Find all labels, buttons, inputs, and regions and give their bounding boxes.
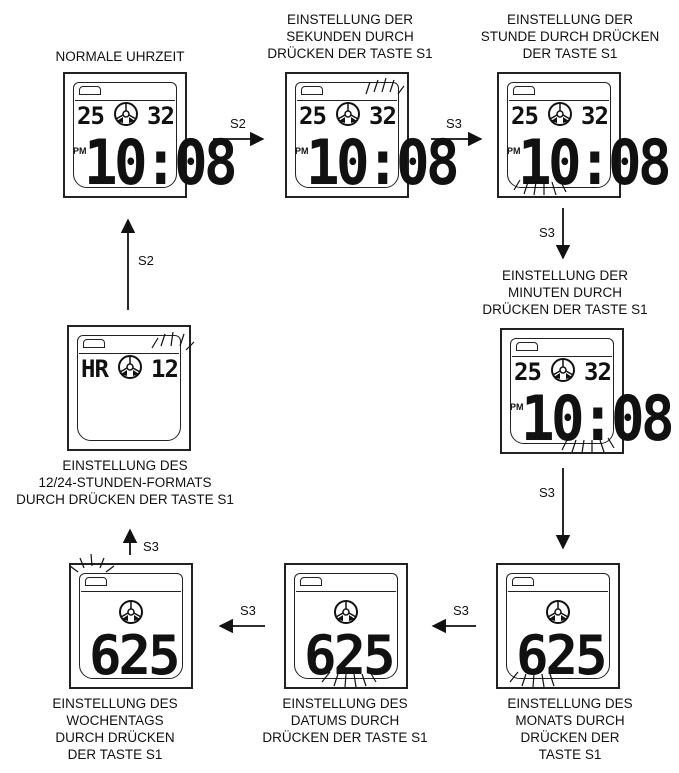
label-normal-time: NORMALE UHRZEIT bbox=[55, 49, 185, 64]
arrow-label-5: S3 bbox=[453, 603, 469, 618]
display-pm: PM bbox=[510, 402, 524, 412]
arrow-label-7: S3 bbox=[143, 539, 159, 554]
blink-marks-minutes bbox=[561, 437, 615, 454]
blink-marks-hour bbox=[513, 179, 567, 196]
display-format-right: 12 bbox=[151, 355, 179, 383]
label-hour-setting: EINSTELLUNG DER STUNDE DURCH DRÜCKEN DER… bbox=[480, 12, 660, 61]
wheel-icon bbox=[336, 102, 360, 126]
blink-marks-date bbox=[321, 671, 377, 688]
display-date: 625 bbox=[516, 624, 608, 687]
display-date: 625 bbox=[304, 624, 396, 687]
wheel-icon bbox=[118, 355, 142, 379]
display-pm: PM bbox=[507, 146, 521, 156]
display-top-left: 25 bbox=[511, 102, 539, 130]
display-time: 10:08 bbox=[84, 126, 238, 199]
blink-marks-weekday bbox=[69, 553, 115, 573]
arrow-label-2: S3 bbox=[446, 116, 462, 131]
wheel-icon bbox=[334, 600, 358, 624]
display-top-left: 25 bbox=[77, 102, 105, 130]
label-format-setting: EINSTELLUNG DES 12/24-STUNDEN-FORMATS DU… bbox=[16, 458, 234, 507]
display-time: 10:08 bbox=[306, 126, 460, 199]
wheel-icon bbox=[546, 600, 570, 624]
label-minutes-setting: EINSTELLUNG DER MINUTEN DURCH DRÜCKEN DE… bbox=[482, 268, 648, 317]
wheel-icon bbox=[551, 358, 575, 382]
display-pm: PM bbox=[73, 146, 87, 156]
display-format-left: HR bbox=[81, 355, 109, 383]
lcd-minutes: 25 32 PM 10:08 bbox=[500, 328, 675, 454]
label-weekday-setting: EINSTELLUNG DES WOCHENTAGS DURCH DRÜCKEN… bbox=[52, 696, 178, 762]
display-top-left: 25 bbox=[299, 102, 327, 130]
label-seconds-setting: EINSTELLUNG DER SEKUNDEN DURCH DRÜCKEN D… bbox=[267, 12, 433, 61]
display-pm: PM bbox=[295, 146, 309, 156]
lcd-month: 625 bbox=[496, 563, 620, 689]
label-date-setting: EINSTELLUNG DES DATUMS DURCH DRÜCKEN DER… bbox=[262, 696, 428, 745]
blink-marks-seconds bbox=[365, 77, 405, 95]
display-top-right: 32 bbox=[584, 358, 612, 386]
wheel-icon bbox=[548, 102, 572, 126]
lcd-date: 625 bbox=[284, 563, 408, 689]
arrow-label-8: S2 bbox=[138, 253, 154, 268]
lcd-weekday: 625 bbox=[69, 563, 193, 689]
blink-marks-month bbox=[509, 671, 555, 688]
arrow-label-4: S3 bbox=[539, 485, 555, 500]
lcd-normal-time: 25 32 PM 10:08 bbox=[63, 72, 238, 198]
blink-marks-format bbox=[151, 331, 195, 351]
arrow-label-6: S3 bbox=[240, 603, 256, 618]
wheel-icon bbox=[114, 102, 138, 126]
display-top-left: 25 bbox=[514, 358, 542, 386]
arrow-label-1: S2 bbox=[230, 116, 246, 131]
lcd-format: HR 12 bbox=[67, 325, 191, 451]
lcd-hour: 25 32 PM 10:08 bbox=[497, 72, 672, 198]
arrow-label-3: S3 bbox=[539, 225, 555, 240]
wheel-icon bbox=[119, 600, 143, 624]
display-top-right: 32 bbox=[369, 102, 397, 130]
display-date: 625 bbox=[89, 624, 181, 687]
label-month-setting: EINSTELLUNG DES MONATS DURCH DRÜCKEN DER… bbox=[507, 696, 633, 762]
display-time: 10:08 bbox=[521, 382, 675, 455]
display-top-right: 32 bbox=[147, 102, 175, 130]
lcd-seconds: 25 32 PM 10:08 bbox=[285, 72, 460, 198]
display-top-right: 32 bbox=[581, 102, 609, 130]
